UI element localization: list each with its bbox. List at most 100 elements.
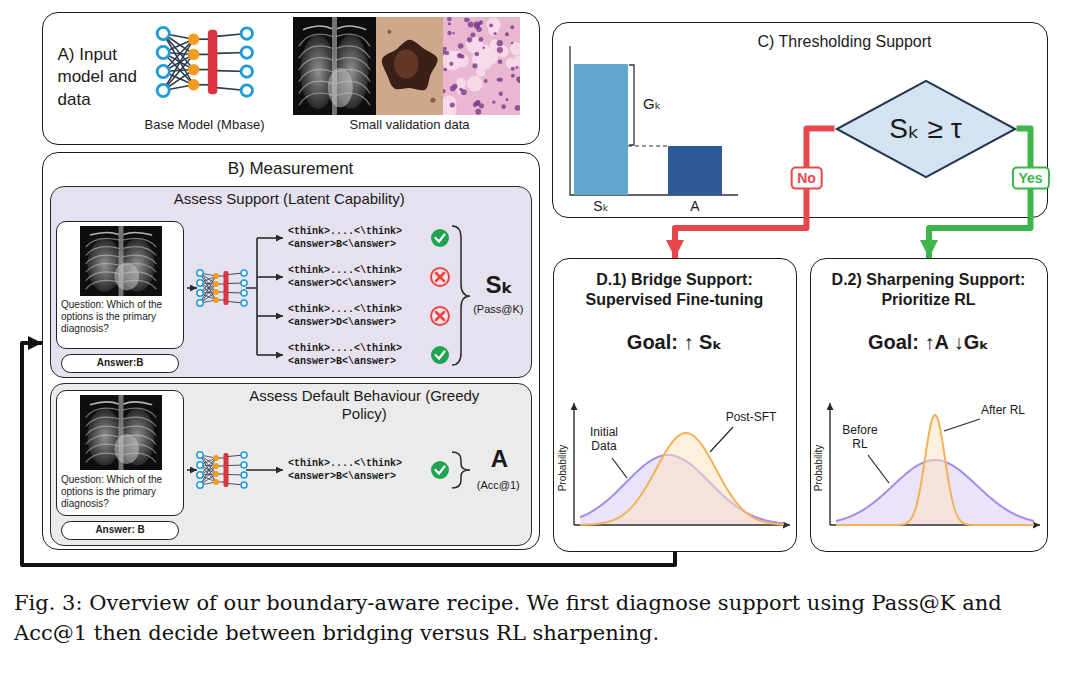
network-icon [200,458,216,475]
histology-image [510,42,520,55]
question-text: Question: Which of the options is the pr… [61,299,181,335]
network-icon [194,54,213,56]
cross-icon [431,307,449,325]
network-icon [200,273,216,276]
network-icon [163,53,193,55]
check-icon [436,467,445,474]
cross-icon [431,268,449,286]
network-icon [197,452,247,488]
histology-image [459,88,463,92]
xray-image [300,35,335,109]
xray-image [293,17,376,115]
xray-image [114,262,139,290]
branch-lines [257,276,283,278]
network-icon [224,453,229,487]
xray-image [123,453,157,462]
histology-image [456,85,466,95]
histology-image [443,17,520,115]
network-icon [163,34,193,70]
skin-lesion-image [376,17,443,115]
network-icon [200,284,216,293]
histology-image [473,22,482,31]
network-icon [216,474,226,475]
answer-text: Answer: B [61,524,179,536]
network-icon [213,471,219,477]
goal-text: Goal: ↑A ↓Gₖ [818,330,1040,354]
histology-image [476,67,485,76]
histology-image [456,78,466,88]
histology-image [450,103,455,108]
histology-image [479,21,483,25]
network-icon [200,466,216,475]
histology-image [482,47,484,49]
histology-image [468,22,474,28]
question-card: Question: Which of the options is the pr… [56,221,184,349]
check-icon [431,229,449,247]
histology-image [513,55,520,66]
curve-label: Post-SFT [716,410,786,424]
xray-image [123,417,157,426]
network-icon [163,85,193,91]
network-icon [200,475,216,482]
xray-image [336,58,370,70]
decision-diamond: Sₖ ≥ τ [835,80,1017,178]
xray-image [299,81,333,93]
xray-image [336,46,370,58]
histology-image [490,39,500,49]
network-icon [197,270,247,306]
decision-text: Sₖ ≥ τ [855,112,997,146]
branch-lines [246,469,283,471]
histology-image [478,37,483,42]
bar-chart [668,146,722,195]
distribution-chart [574,403,790,525]
network-icon [216,34,246,37]
network-icon [197,482,203,488]
xray-image [123,247,157,256]
curve-label: Before RL [834,423,886,452]
xray-image [123,238,157,247]
network-icon [228,292,244,294]
network-icon [228,455,244,457]
histology-image [496,78,499,81]
xray-image [328,68,353,107]
network-icon [163,54,193,71]
histology-image [464,17,469,22]
network-icon [228,302,244,304]
distribution-chart [580,455,784,524]
network-icon [200,276,216,293]
network-icon [200,293,216,300]
xray-image [123,435,157,444]
network-icon [216,52,246,55]
network-icon [200,283,216,284]
branch-lines [187,238,283,355]
xray-image [299,46,333,58]
distribution-chart [836,460,1034,524]
network-icon [197,280,203,286]
axis-label: Probability [813,433,825,503]
bar-label: A [668,198,722,215]
network-icon [216,276,226,277]
panel-title: C) Thresholding Support [730,32,960,51]
network-icon [200,474,216,475]
distribution-chart [829,403,830,525]
xray-image [80,226,162,296]
histology-image [481,60,491,70]
histology-image [481,48,498,65]
bar-chart [574,64,628,195]
network-icon [241,462,247,468]
panel: A) Input model and dataBase Model (Mbase… [42,12,540,145]
histology-image [497,47,503,53]
data-caption: Small validation data [310,117,510,133]
network-icon [228,283,244,285]
check-icon [431,346,449,364]
histology-image [452,32,454,34]
branch-lines [257,237,283,239]
network-icon [200,465,216,474]
histology-image [460,54,464,58]
leader-lines [612,419,980,483]
histology-image [470,33,475,38]
branch-lines [257,354,283,356]
network-icon [194,38,213,40]
xray-image [336,93,370,105]
